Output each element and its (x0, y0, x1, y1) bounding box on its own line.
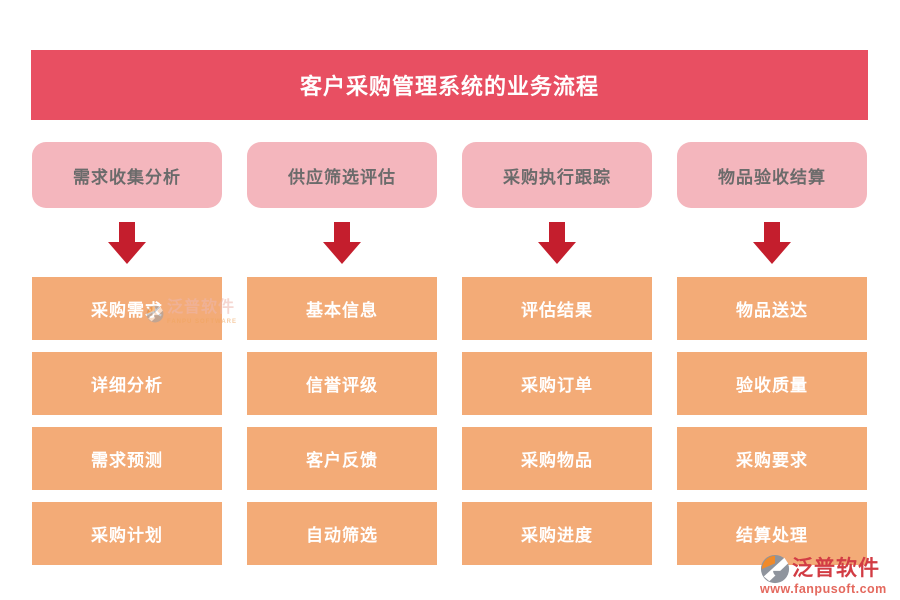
flow-step: 采购物品 (462, 427, 652, 490)
footer-logo-url: www.fanpusoft.com (760, 582, 887, 596)
footer-logo-name: 泛普软件 (792, 557, 880, 580)
flow-step: 采购订单 (462, 352, 652, 415)
title-banner: 客户采购管理系统的业务流程 (31, 50, 868, 120)
flow-column-execution: 采购执行跟踪 评估结果 采购订单 采购物品 采购进度 (462, 142, 652, 565)
flow-grid: 需求收集分析 采购需求 详细分析 需求预测 采购计划 供应筛选评估 基本信息 信… (32, 142, 867, 565)
down-arrow-icon (462, 208, 652, 277)
flow-column-demand: 需求收集分析 采购需求 详细分析 需求预测 采购计划 (32, 142, 222, 565)
flow-step: 详细分析 (32, 352, 222, 415)
flow-step: 信誉评级 (247, 352, 437, 415)
flow-column-acceptance: 物品验收结算 物品送达 验收质量 采购要求 结算处理 (677, 142, 867, 565)
fanpu-footer-logo: 泛普软件 www.fanpusoft.com (760, 554, 892, 596)
flow-step: 需求预测 (32, 427, 222, 490)
page-title: 客户采购管理系统的业务流程 (299, 74, 599, 99)
down-arrow-icon (677, 208, 867, 277)
stage-header: 物品验收结算 (677, 142, 867, 208)
fanpu-logo-icon (760, 554, 790, 584)
down-arrow-icon (247, 208, 437, 277)
flow-step: 评估结果 (462, 277, 652, 340)
flow-step: 物品送达 (677, 277, 867, 340)
flow-step: 采购进度 (462, 502, 652, 565)
flow-step: 客户反馈 (247, 427, 437, 490)
stage-header: 采购执行跟踪 (462, 142, 652, 208)
stage-header: 需求收集分析 (32, 142, 222, 208)
flow-step: 结算处理 (677, 502, 867, 565)
flow-step: 基本信息 (247, 277, 437, 340)
flow-step: 验收质量 (677, 352, 867, 415)
down-arrow-icon (32, 208, 222, 277)
flow-step: 采购要求 (677, 427, 867, 490)
stage-header: 供应筛选评估 (247, 142, 437, 208)
flow-step: 自动筛选 (247, 502, 437, 565)
flow-step: 采购计划 (32, 502, 222, 565)
flow-step: 采购需求 (32, 277, 222, 340)
flow-column-supplier: 供应筛选评估 基本信息 信誉评级 客户反馈 自动筛选 (247, 142, 437, 565)
